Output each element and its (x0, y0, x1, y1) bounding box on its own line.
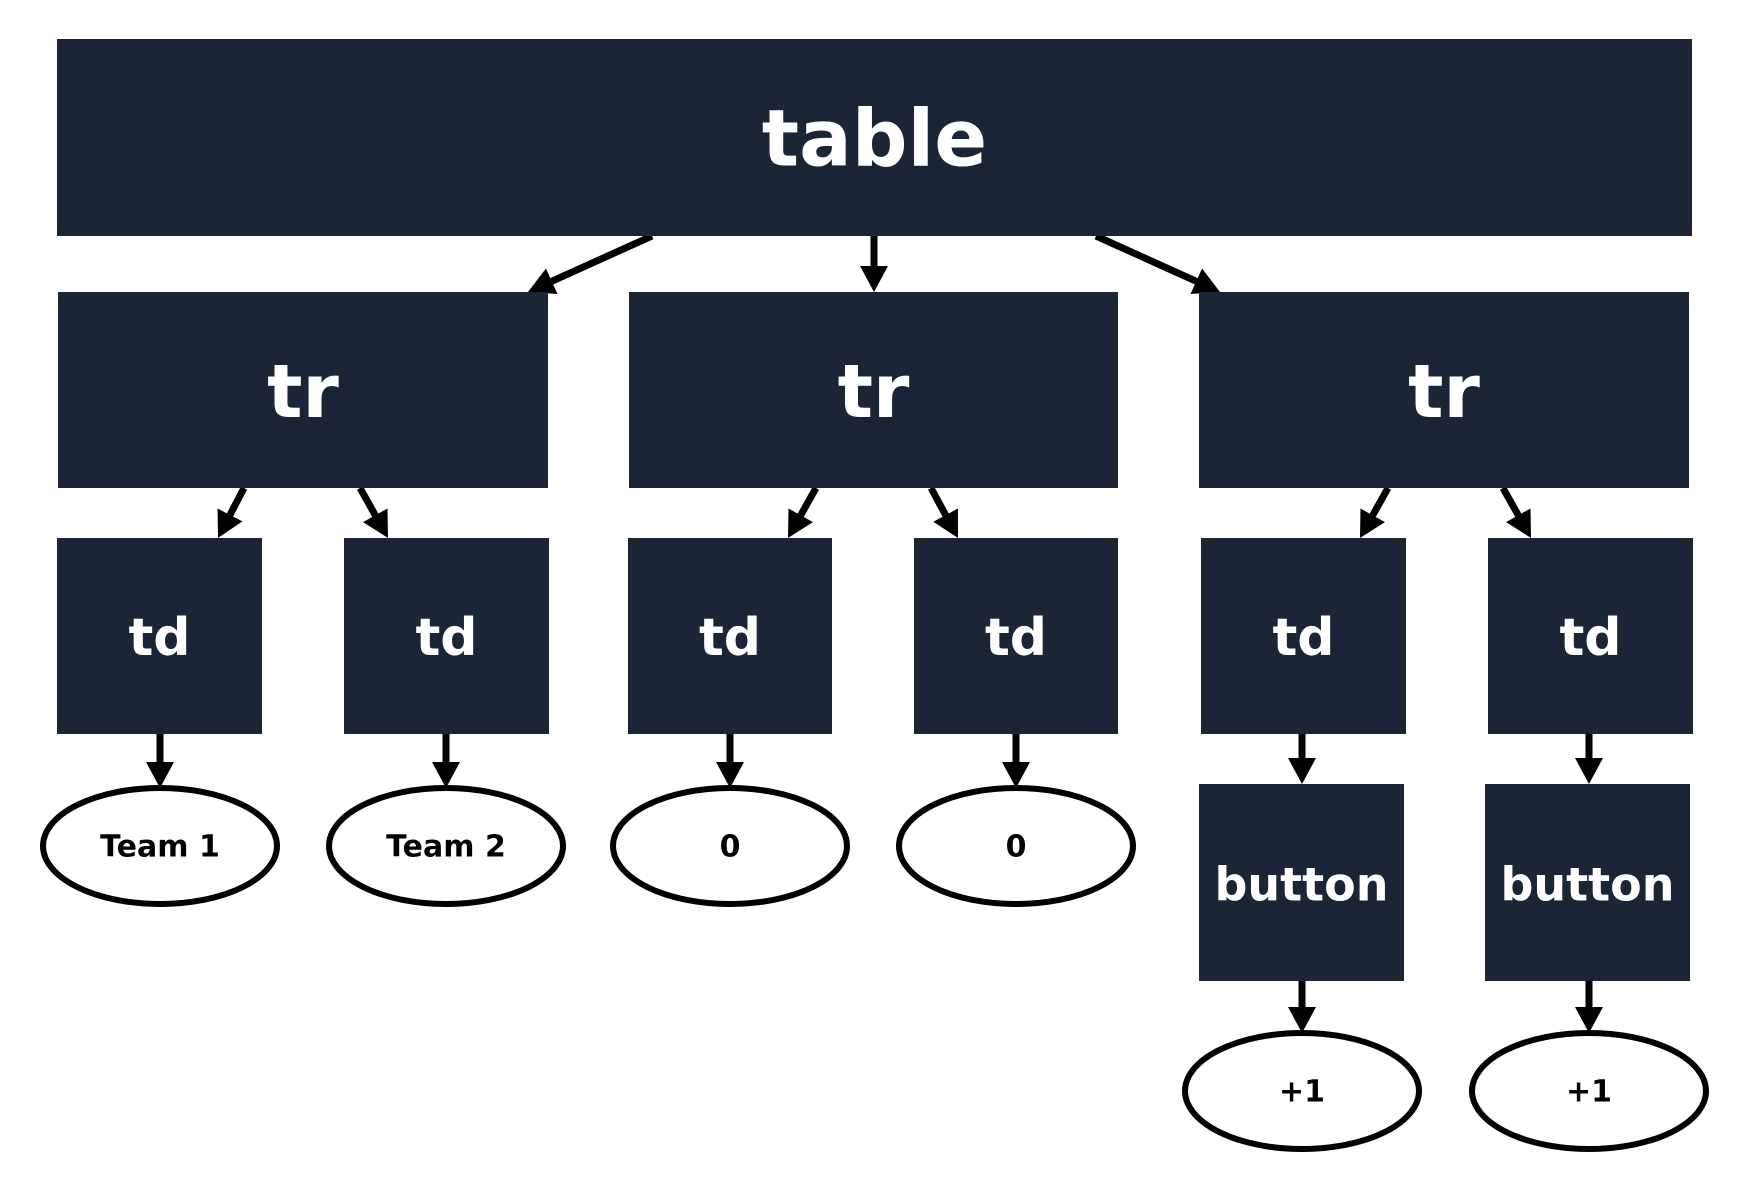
arrowhead-icon (716, 762, 744, 788)
text-node-ellipse (326, 785, 566, 907)
node-box (628, 538, 832, 734)
node-label: tr (838, 349, 910, 435)
edge-line (927, 486, 949, 517)
text-node-ellipse (40, 785, 280, 907)
arrowhead-icon (1360, 508, 1385, 538)
arrowhead-icon (146, 762, 174, 788)
node-box (57, 39, 1692, 236)
edge-td2-txt2 (432, 734, 460, 788)
arrowhead-icon (1575, 758, 1603, 784)
node-td1: td (57, 538, 262, 734)
arrowhead-icon (1288, 758, 1316, 784)
text-node-ellipse (610, 785, 850, 907)
node-txt3: 0 (610, 785, 850, 907)
node-txt5: +1 (1182, 1030, 1422, 1152)
arrowhead-icon (1506, 508, 1531, 538)
node-td6: td (1488, 538, 1693, 734)
node-label: tr (1408, 349, 1480, 435)
node-txt2: Team 2 (326, 785, 566, 907)
node-label: td (699, 608, 761, 668)
edge-line (356, 486, 379, 518)
node-tr1: tr (58, 292, 548, 488)
node-label: td (985, 608, 1047, 668)
node-txt1: Team 1 (40, 785, 280, 907)
node-td2: td (344, 538, 549, 734)
edge-tr3-td6 (1499, 486, 1531, 538)
arrowhead-icon (860, 266, 888, 292)
edge-line (1499, 486, 1522, 518)
text-node-label: 0 (1006, 830, 1027, 865)
text-node-label: +1 (1566, 1075, 1612, 1110)
text-node-ellipse (896, 785, 1136, 907)
node-box (344, 538, 549, 734)
edge-tr3-td5 (1360, 486, 1392, 538)
edge-tr2-td3 (788, 486, 820, 538)
node-label: button (1214, 858, 1388, 912)
arrowhead-icon (1190, 268, 1220, 295)
node-tr2: tr (629, 292, 1118, 488)
edge-line (226, 486, 248, 517)
arrowhead-icon (788, 508, 813, 538)
arrowhead-icon (528, 268, 558, 295)
node-td3: td (628, 538, 832, 734)
edge-btn2-txt6 (1575, 981, 1603, 1033)
arrowhead-icon (933, 508, 958, 538)
text-node-label: Team 1 (100, 830, 220, 865)
edge-td1-txt1 (146, 734, 174, 788)
node-table: table (57, 39, 1692, 236)
arrowhead-icon (217, 508, 243, 538)
node-box (58, 292, 548, 488)
edge-table-tr1 (528, 232, 654, 295)
edge-tr1-td2 (356, 486, 388, 538)
text-node-ellipse (1469, 1030, 1709, 1152)
text-node-ellipse (1182, 1030, 1422, 1152)
edge-line (1094, 232, 1198, 285)
node-tr3: tr (1199, 292, 1689, 488)
edge-line (797, 486, 820, 518)
arrowhead-icon (1575, 1007, 1603, 1033)
node-label: td (1272, 608, 1334, 668)
arrowhead-icon (363, 508, 388, 538)
node-btn1: button (1199, 784, 1404, 981)
edge-td4-txt4 (1002, 734, 1030, 788)
node-txt4: 0 (896, 785, 1136, 907)
edge-td5-btn1 (1288, 734, 1316, 784)
edge-tr1-td1 (217, 486, 248, 538)
node-label: td (128, 608, 190, 668)
text-node-label: +1 (1279, 1075, 1325, 1110)
node-td4: td (914, 538, 1118, 734)
node-box (57, 538, 262, 734)
node-label: td (415, 608, 477, 668)
edge-tr2-td4 (927, 486, 958, 538)
node-box (914, 538, 1118, 734)
node-btn2: button (1485, 784, 1690, 981)
text-node-label: 0 (720, 830, 741, 865)
text-node-label: Team 2 (386, 830, 506, 865)
arrowhead-icon (432, 762, 460, 788)
node-box (1199, 292, 1689, 488)
node-box (1485, 784, 1690, 981)
node-label: table (762, 95, 987, 185)
edge-line (550, 232, 654, 285)
node-label: button (1500, 858, 1674, 912)
edges (146, 232, 1603, 1033)
node-box (1199, 784, 1404, 981)
edge-table-tr2 (860, 236, 888, 292)
node-label: td (1559, 608, 1621, 668)
node-label: tr (267, 349, 339, 435)
node-txt6: +1 (1469, 1030, 1709, 1152)
edge-line (1369, 486, 1392, 518)
edge-table-tr3 (1094, 232, 1220, 295)
edge-td3-txt3 (716, 734, 744, 788)
arrowhead-icon (1002, 762, 1030, 788)
arrowhead-icon (1288, 1007, 1316, 1033)
node-td5: td (1201, 538, 1406, 734)
node-box (1488, 538, 1693, 734)
node-box (629, 292, 1118, 488)
edge-td6-btn2 (1575, 734, 1603, 784)
node-box (1201, 538, 1406, 734)
edge-btn1-txt5 (1288, 981, 1316, 1033)
